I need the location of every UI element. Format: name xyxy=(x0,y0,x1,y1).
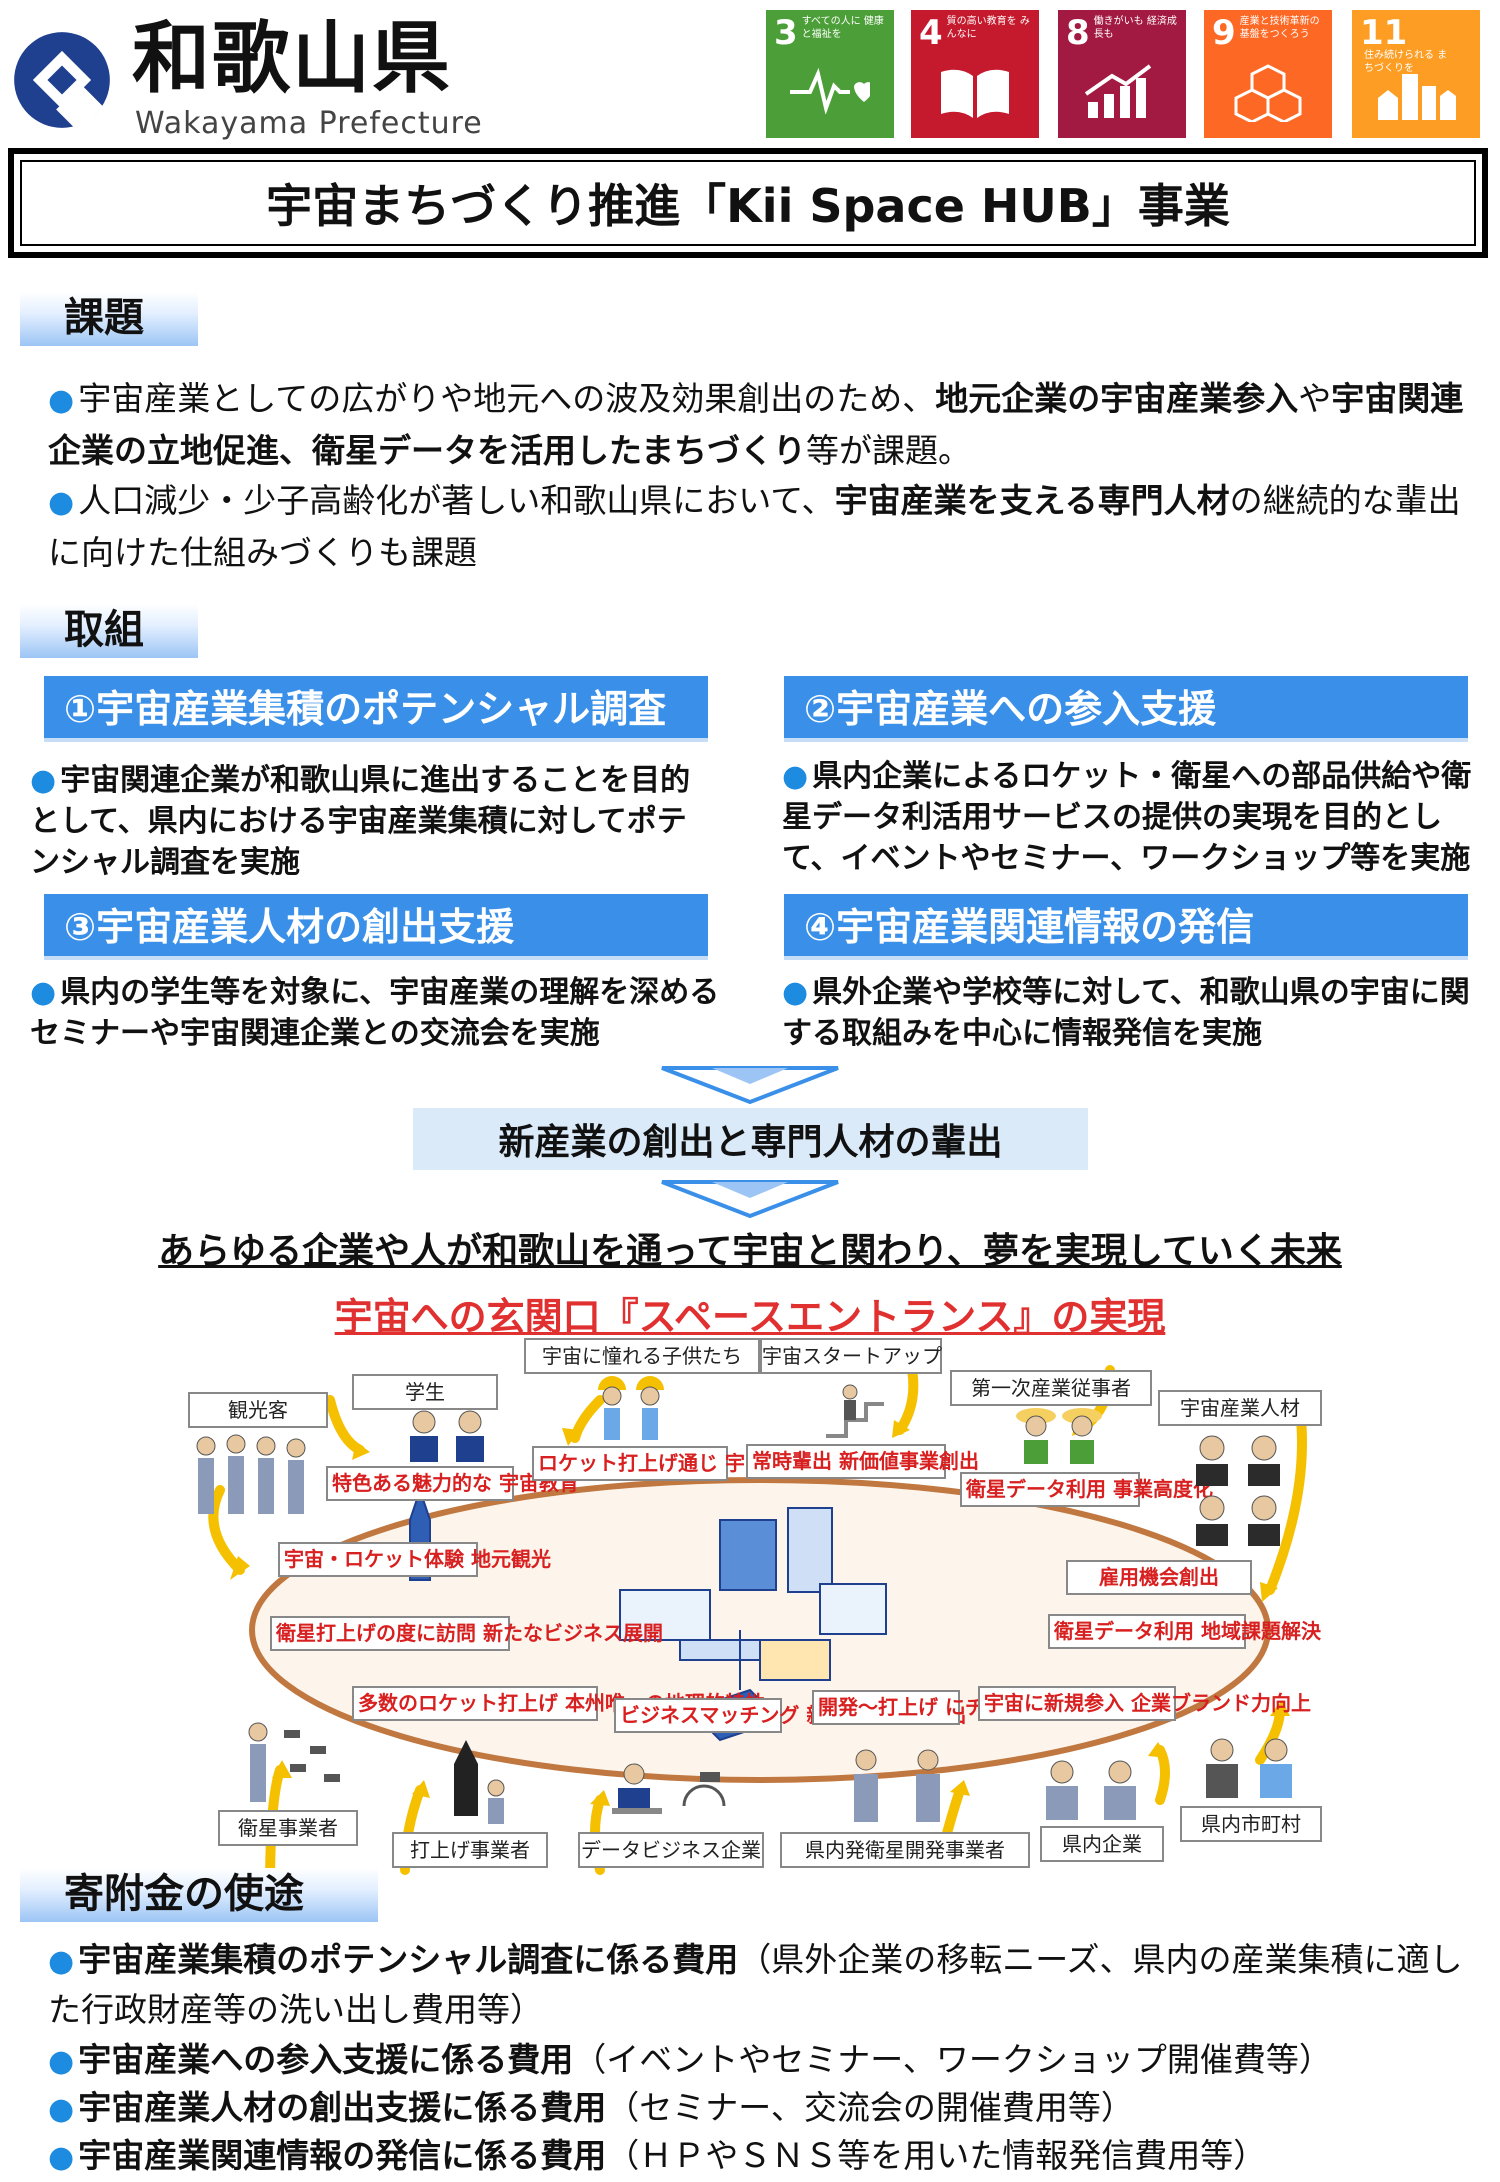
farmers-illustration xyxy=(1016,1408,1102,1464)
effort-2-title: ②宇宙産業への参入支援 xyxy=(784,676,1468,742)
rocket-illustration xyxy=(454,1740,505,1824)
benefit-employment: 雇用機会創出 xyxy=(1066,1560,1252,1595)
effort-1-text: ●宇宙関連企業が和歌山県に進出することを目的として、県内における宇宙産業集積に対… xyxy=(30,763,691,880)
data-business-illustration xyxy=(612,1763,726,1814)
book-icon xyxy=(941,69,1009,118)
benefit-challenge: 開発～打上げ にチャレンジ xyxy=(812,1690,1065,1725)
local-companies-illustration xyxy=(1046,1760,1136,1820)
benefit-space-education: 特色ある魅力的な 宇宙教育 xyxy=(326,1466,579,1501)
actor-local-companies: 県内企業 xyxy=(1040,1826,1164,1862)
heartbeat-icon xyxy=(790,67,870,114)
outcome-box: 新産業の創出と専門人材の輩出 xyxy=(413,1108,1088,1170)
effort-4-title: ④宇宙産業関連情報の発信 xyxy=(784,894,1468,960)
pref-romaji: Wakayama Prefecture xyxy=(135,106,483,141)
issues-heading: 課題 xyxy=(20,292,198,346)
satellite-operator-illustration xyxy=(248,1722,340,1802)
bullet-icon: ● xyxy=(48,383,75,418)
tourists-illustration xyxy=(196,1434,306,1514)
page-title: 宇宙まちづくり推進「Kii Space HUB」事業 xyxy=(20,160,1476,246)
uses-heading: 寄附金の使途 xyxy=(20,1868,378,1922)
effort-3-text: ●県内の学生等を対象に、宇宙産業の理解を深めるセミナーや宇宙関連企業との交流会を… xyxy=(30,975,720,1051)
bullet-icon: ● xyxy=(48,485,75,520)
actor-children: 宇宙に憧れる子供たち xyxy=(524,1338,760,1374)
cubes-icon xyxy=(1234,64,1302,122)
use-item: ●宇宙産業集積のポテンシャル調査に係る費用（県外企業の移転ニーズ、県内の産業集積… xyxy=(48,1940,1463,2029)
actor-primary-industry: 第一次産業従事者 xyxy=(950,1370,1152,1406)
actor-startups: 宇宙スタートアップ xyxy=(760,1338,942,1374)
actor-launch-operators: 打上げ事業者 xyxy=(392,1832,548,1868)
actor-local-satellite-dev: 県内発衛星開発事業者 xyxy=(780,1832,1030,1868)
actor-space-talent: 宇宙産業人材 xyxy=(1158,1390,1322,1426)
down-arrow-icon xyxy=(661,1066,839,1105)
startup-illustration xyxy=(826,1384,884,1438)
effort-3-title: ③宇宙産業人材の創出支援 xyxy=(44,894,708,960)
actor-tourists: 観光客 xyxy=(188,1392,328,1428)
benefit-visit-business: 衛星打上げの度に訪問 新たなビジネス展開 xyxy=(270,1616,663,1651)
benefit-local-tourism: 宇宙・ロケット体験 地元観光 xyxy=(278,1542,551,1577)
benefit-brand: 宇宙に新規参入 企業ブランド力向上 xyxy=(978,1686,1311,1721)
space-talent-illustration xyxy=(1196,1435,1280,1546)
benefit-business-matching: ビジネスマッチング 新サービスの創出 xyxy=(614,1698,966,1733)
sdg-11-badge: 11住み続けられる まちづくりを xyxy=(1352,10,1480,138)
actor-satellite-operators: 衛星事業者 xyxy=(218,1810,358,1846)
municipality-illustration xyxy=(1206,1738,1292,1798)
actor-data-business: データビジネス企業 xyxy=(578,1832,764,1868)
use-item: ●宇宙産業関連情報の発信に係る費用（ＨＰやＳＮＳ等を用いた情報発信費用等） xyxy=(48,2136,1267,2175)
space-entrance-title: 宇宙への玄関口『スペースエントランス』の実現 xyxy=(334,1295,1166,1339)
issue-paragraph-1: ●宇宙産業としての広がりや地元への波及効果創出のため、地元企業の宇宙産業参入や宇… xyxy=(48,379,1464,470)
use-item: ●宇宙産業人材の創出支援に係る費用（セミナー、交流会の開催費用等） xyxy=(48,2088,1134,2127)
satellite-developers-illustration xyxy=(854,1749,940,1822)
actor-municipalities: 県内市町村 xyxy=(1180,1806,1322,1842)
children-illustration xyxy=(598,1376,664,1440)
efforts-heading: 取組 xyxy=(20,604,198,658)
use-item: ●宇宙産業への参入支援に係る費用（イベントやセミナー、ワークショップ開催費等） xyxy=(48,2040,1332,2079)
pref-name: 和歌山県 xyxy=(132,14,453,104)
benefit-rocket-experience: ロケット打上げ通じ 宇宙をリアルに体験 xyxy=(532,1446,905,1481)
actor-students: 学生 xyxy=(352,1374,498,1410)
effort-2-text: ●県内企業によるロケット・衛星への部品供給や衛星データ利活用サービスの提供の実現… xyxy=(782,759,1472,876)
benefit-geography: 多数のロケット打上げ 本州唯一の地理的特性 xyxy=(352,1686,765,1721)
city-icon xyxy=(1378,74,1456,120)
wakayama-logo-icon xyxy=(14,32,110,132)
effort-4-text: ●県外企業や学校等に対して、和歌山県の宇宙に関する取組みを中心に情報発信を実施 xyxy=(782,975,1470,1051)
benefit-satellite-data-business: 衛星データ利用 事業高度化 xyxy=(960,1472,1213,1507)
growth-chart-icon xyxy=(1084,64,1152,118)
arrowhead-icon xyxy=(230,1418,1290,1806)
benefit-regional-issues: 衛星データ利用 地域課題解決 xyxy=(1048,1614,1321,1649)
effort-1-title: ①宇宙産業集積のポテンシャル調査 xyxy=(44,676,708,742)
down-arrow-icon xyxy=(661,1180,839,1219)
benefit-new-business: 常時輩出 新価値事業創出 xyxy=(746,1444,979,1479)
students-illustration xyxy=(410,1410,484,1462)
future-vision: あらゆる企業や人が和歌山を通って宇宙と関わり、夢を実現していく未来 xyxy=(158,1231,1342,1272)
issue-paragraph-2: ●人口減少・少子高齢化が著しい和歌山県において、宇宙産業を支える専門人材の継続的… xyxy=(48,481,1461,572)
title-frame: 宇宙まちづくり推進「Kii Space HUB」事業 xyxy=(8,148,1488,258)
